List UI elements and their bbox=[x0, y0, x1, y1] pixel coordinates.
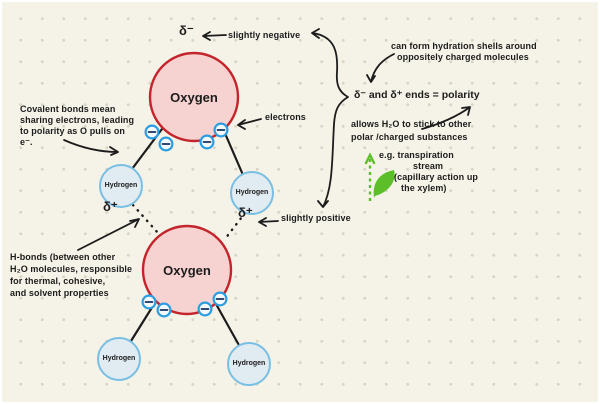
hydrogen-atom-label-bottom-right: Hydrogen bbox=[232, 360, 266, 367]
bottom-water-molecule bbox=[97, 224, 271, 386]
leaf-icon bbox=[373, 170, 395, 198]
h-bonds-note: H-bonds (between other H₂O molecules, re… bbox=[10, 252, 133, 298]
polarity-statement: δ⁻ and δ⁺ ends = polarity bbox=[354, 89, 480, 101]
hydrogen-atom-top-left bbox=[99, 164, 143, 208]
top-water-molecule bbox=[99, 51, 274, 215]
green-arrowhead bbox=[364, 152, 376, 165]
oxygen-atom-bottom bbox=[141, 224, 233, 316]
hydrogen-atom-bottom-left bbox=[97, 337, 141, 381]
bond-top-right bbox=[222, 129, 245, 177]
electron-icon bbox=[197, 301, 213, 317]
transpiration-example-note: e.g. transpiration stream (capillary act… bbox=[379, 150, 479, 193]
arrow-hydration-to-delta bbox=[366, 53, 395, 83]
delta-plus-label-left: δ⁺ bbox=[103, 199, 118, 214]
arrow-to-delta-plus bbox=[258, 217, 279, 227]
hydrogen-bond-dotted-line-right bbox=[223, 211, 247, 241]
oxygen-atom-top bbox=[148, 51, 240, 143]
delta-minus-label-top: δ⁻ bbox=[179, 23, 194, 38]
electrons-label: electrons bbox=[265, 112, 306, 122]
oxygen-atom-label-top: Oxygen bbox=[170, 90, 218, 105]
electron-icon bbox=[158, 136, 174, 152]
arrow-to-polarity-word bbox=[421, 106, 471, 130]
delta-plus-label-bottom: δ⁺ bbox=[238, 205, 253, 220]
hydration-note: can form hydration shells around opposit… bbox=[391, 41, 537, 62]
hydrogen-atom-top-right bbox=[230, 171, 274, 215]
hydrogen-bond-dotted-line-left bbox=[131, 203, 160, 235]
arrow-hbond-note bbox=[77, 218, 140, 251]
electron-icons bbox=[141, 122, 229, 318]
electron-icon bbox=[141, 294, 157, 310]
curly-brace-polarity bbox=[311, 28, 349, 208]
arrow-to-delta-minus bbox=[202, 31, 227, 41]
electron-icon bbox=[199, 134, 215, 150]
stick-note: allows H₂O to stick to other polar /char… bbox=[351, 119, 472, 142]
hydrogen-atom-label-top-right: Hydrogen bbox=[235, 189, 269, 196]
electron-icon bbox=[144, 124, 160, 140]
oxygen-atom-label-bottom: Oxygen bbox=[163, 263, 211, 278]
electron-icon bbox=[212, 291, 228, 307]
electron-icon bbox=[213, 122, 229, 138]
hydrogen-atom-bottom-right bbox=[227, 342, 271, 386]
hydrogen-atom-label-top-left: Hydrogen bbox=[104, 182, 138, 189]
slightly-negative-label: slightly negative bbox=[228, 30, 301, 40]
covalent-note: Covalent bonds mean sharing electrons, l… bbox=[20, 104, 135, 147]
slightly-positive-label: slightly positive bbox=[281, 213, 351, 223]
arrow-covalent-note bbox=[63, 139, 119, 156]
arrow-electrons-label bbox=[237, 118, 262, 130]
bond-bottom-right bbox=[214, 302, 242, 349]
hydrogen-atom-label-bottom-left: Hydrogen bbox=[102, 355, 136, 362]
electron-icon bbox=[156, 302, 172, 318]
